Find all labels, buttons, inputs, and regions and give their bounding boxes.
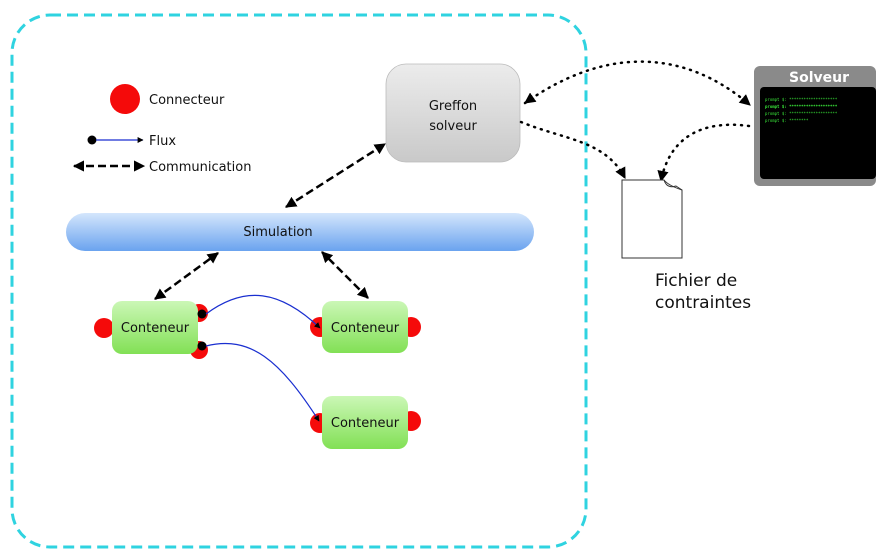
solver-terminal-line-3: prompt $: ********************: [765, 111, 838, 116]
flow-container-1-to-2: [205, 294, 321, 329]
plugin-solver-box: Greffon solveur: [385, 63, 521, 163]
solver-terminal-line-1: prompt $: ********************: [765, 97, 838, 102]
container-1-connector-left: [94, 318, 114, 338]
flow-container-1-to-3: [205, 342, 320, 422]
container-1-flow-port-top: [197, 309, 207, 319]
container-2: Conteneur: [310, 301, 421, 353]
simulation-bar: Simulation: [66, 213, 534, 251]
legend-communication-label: Communication: [149, 160, 251, 175]
legend-flow-label: Flux: [149, 134, 176, 149]
container-3: Conteneur: [310, 396, 421, 449]
solver-terminal-line-4: prompt $: ********: [765, 118, 809, 123]
communication-simulation-container-2: [321, 251, 369, 299]
plugin-solver-label-line2: solveur: [429, 119, 477, 134]
legend-connector-dot: [110, 84, 140, 114]
legend-flow-dot: [87, 135, 97, 145]
legend: Connecteur Flux Communication: [72, 84, 251, 175]
communication-simulation-container-1: [154, 251, 219, 301]
container-1: Conteneur: [94, 301, 208, 359]
constraints-file-label-line2: contraintes: [655, 293, 751, 313]
constraints-file-icon: [621, 179, 683, 259]
simulation-label: Simulation: [243, 225, 312, 240]
legend-connector-label: Connecteur: [149, 93, 225, 108]
container-3-label: Conteneur: [331, 416, 400, 431]
solver-terminal: Solveur prompt $: ******************** p…: [754, 66, 876, 186]
dotted-link-plugin-file: [519, 120, 627, 180]
container-1-label: Conteneur: [121, 321, 190, 336]
constraints-file-label-line1: Fichier de: [655, 271, 737, 291]
container-1-flow-port-bottom: [197, 341, 207, 351]
dotted-link-plugin-solver: [523, 60, 752, 107]
plugin-solver-label-line1: Greffon: [429, 99, 477, 114]
container-2-label: Conteneur: [331, 321, 400, 336]
solver-terminal-title: Solveur: [789, 70, 849, 86]
solver-terminal-line-2: prompt $: ********************: [765, 104, 838, 109]
communication-simulation-plugin: [285, 142, 386, 209]
dotted-link-solver-file: [657, 123, 751, 183]
system-boundary: [10, 13, 588, 549]
